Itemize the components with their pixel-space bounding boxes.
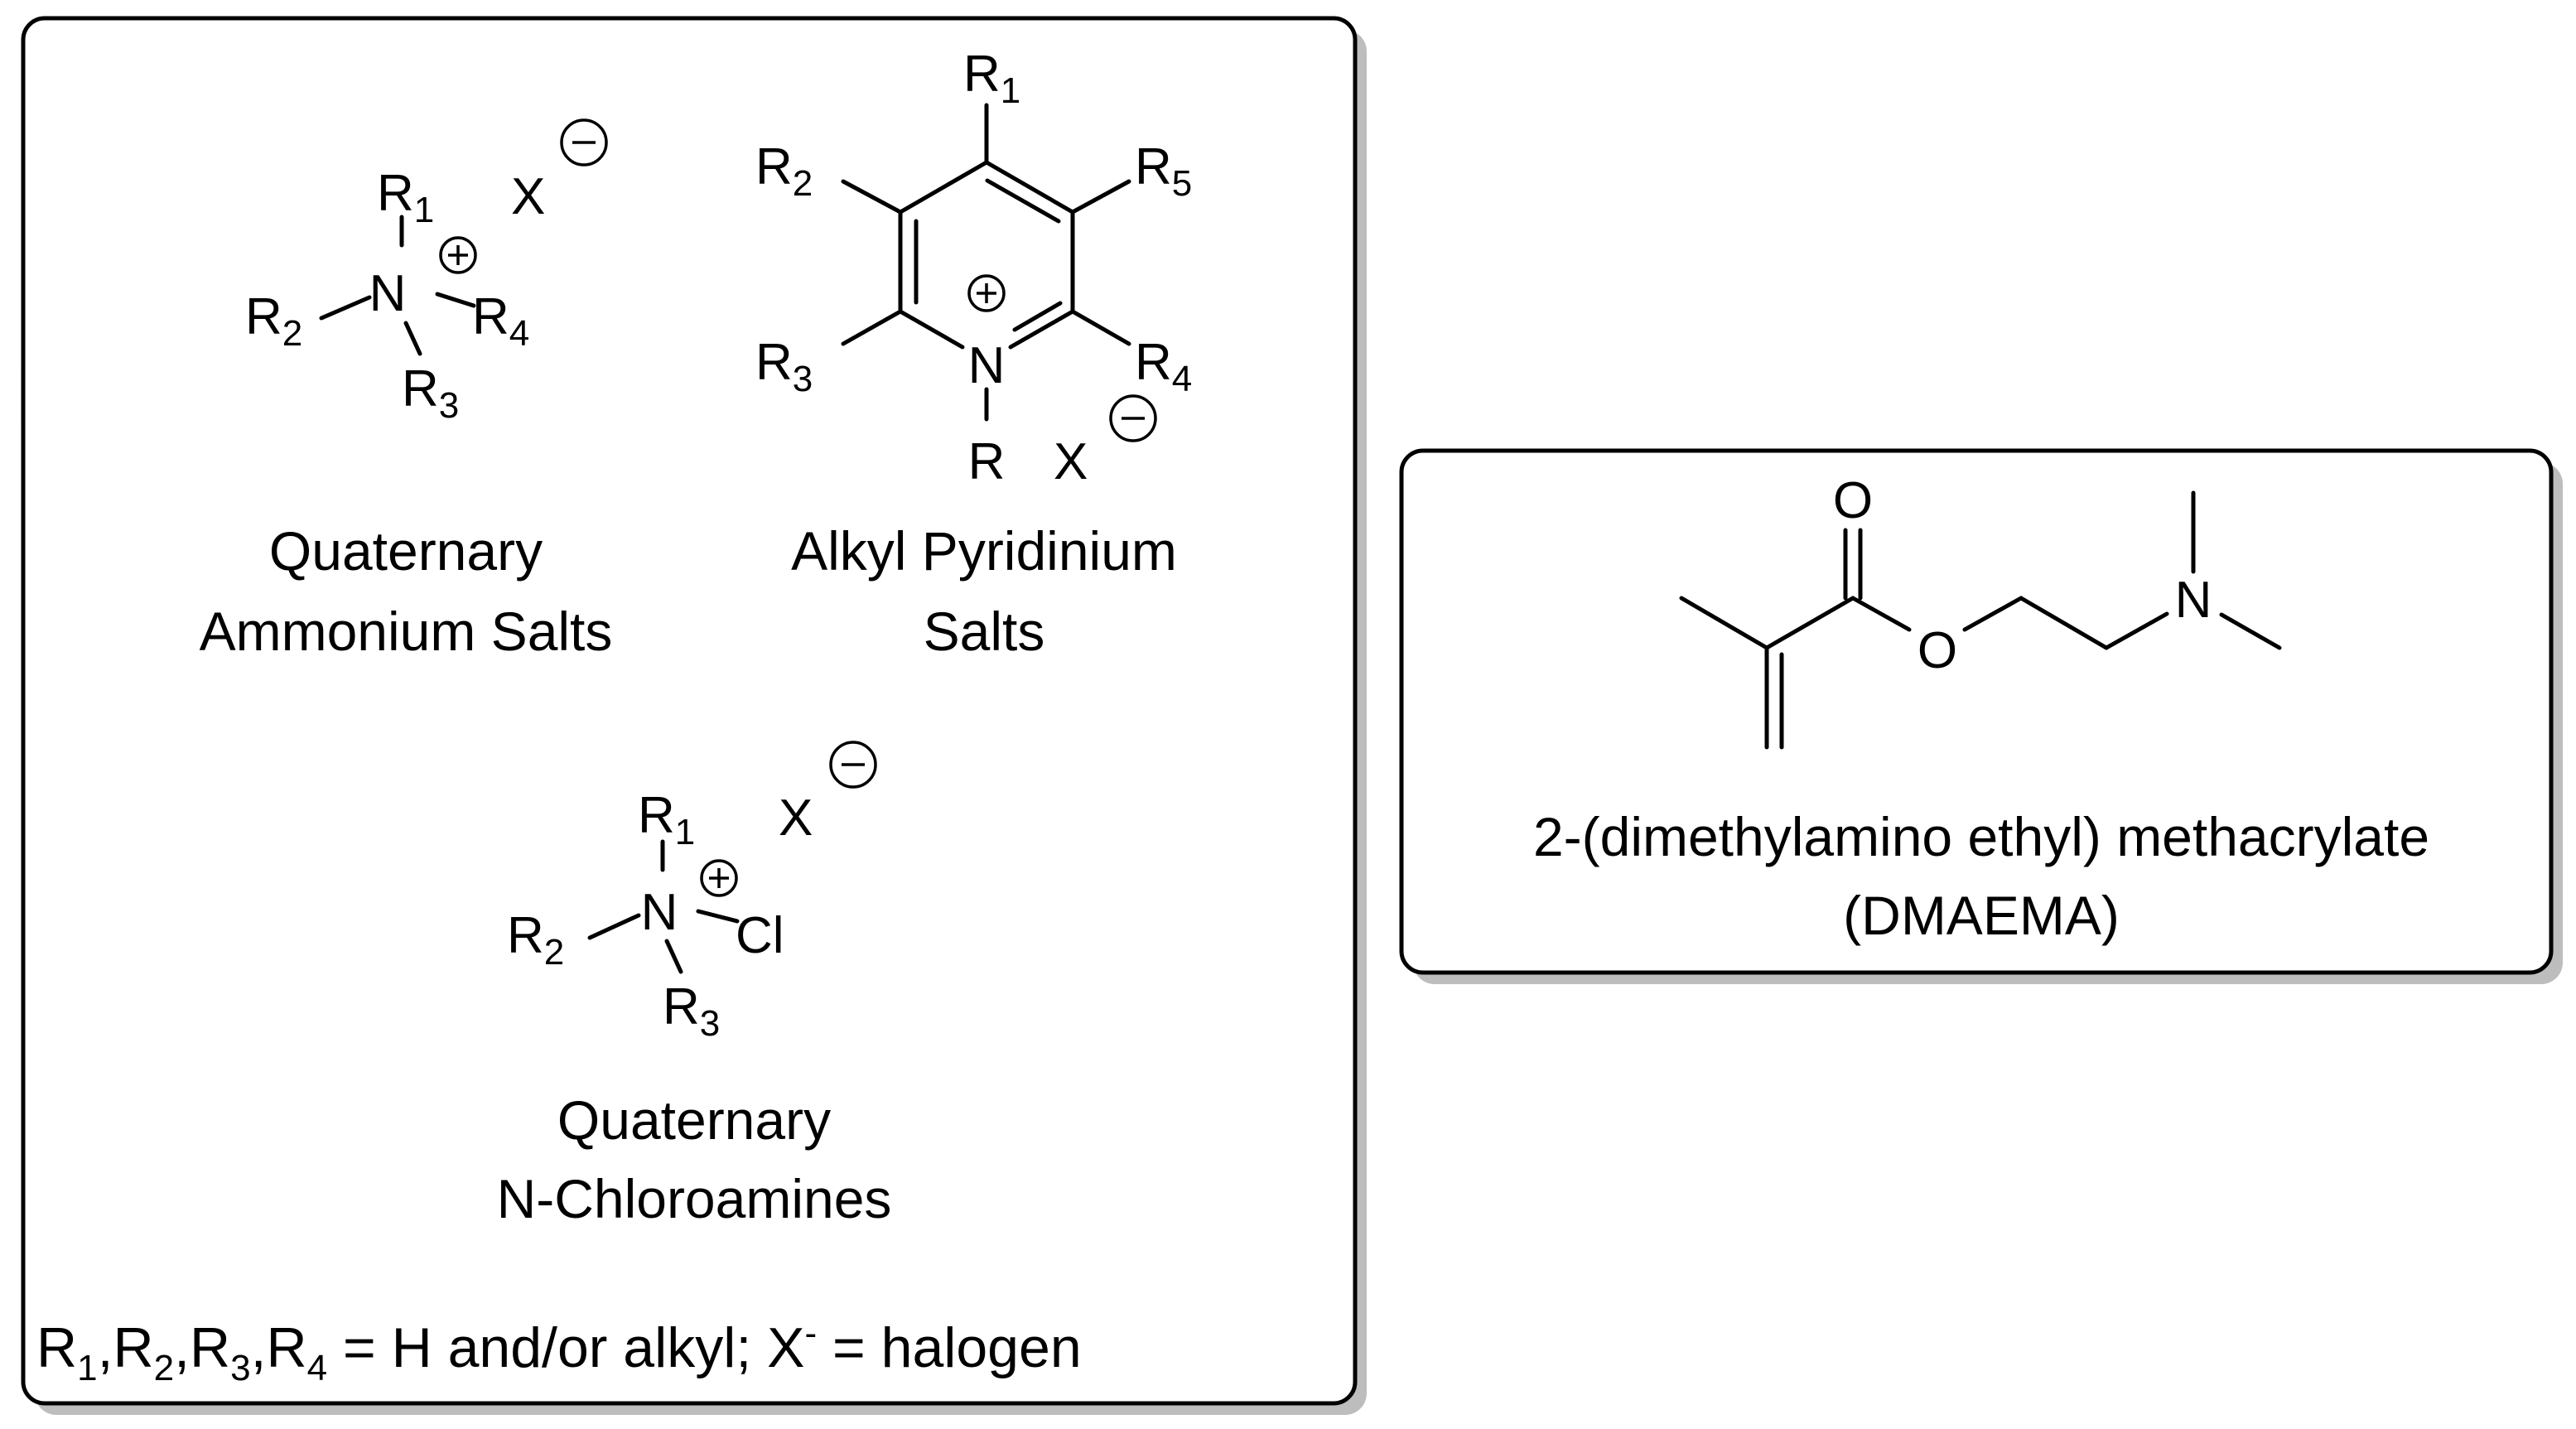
atom-n: N bbox=[641, 884, 678, 941]
bond-methyl-c bbox=[1679, 596, 1769, 650]
atom-x: X bbox=[511, 168, 545, 225]
atom-n: N bbox=[2175, 572, 2212, 629]
caption-quaternary-ammonium-line2: Ammonium Salts bbox=[200, 601, 613, 662]
negative-charge-icon bbox=[560, 118, 608, 167]
negative-charge-icon bbox=[1109, 394, 1157, 442]
atom-r4: R4 bbox=[1135, 334, 1192, 399]
right-panel-frame bbox=[1399, 448, 2554, 975]
bond-n-r3 bbox=[403, 321, 422, 356]
bond-c5-r5 bbox=[1070, 179, 1131, 215]
bond-o-ch2 bbox=[1962, 596, 2024, 632]
bond-n-r2 bbox=[319, 295, 372, 321]
alkyl-pyridinium-structure: R1 R2 R5 R3 R4 N R X Alkyl Pyridinium Sa… bbox=[755, 46, 1192, 662]
quaternary-chloroamine-structure: R1 R2 N Cl R3 X Quaternary N-Chloroamine… bbox=[497, 741, 892, 1229]
atom-r2: R2 bbox=[755, 138, 813, 204]
ring-double-c4-c5 bbox=[985, 178, 1061, 224]
atom-r3: R3 bbox=[755, 334, 813, 399]
right-panel: O O N 2-(dimethylamino ethyl) methacryla… bbox=[1399, 448, 2563, 984]
atom-carbonyl-o: O bbox=[1833, 472, 1873, 529]
bond-ch2-n bbox=[2104, 611, 2169, 650]
bond-ch2-ch2 bbox=[2019, 596, 2109, 650]
negative-charge-icon bbox=[829, 741, 877, 789]
atom-r5: R5 bbox=[1135, 138, 1192, 204]
bond-c-carbonyl bbox=[1764, 596, 1855, 650]
bond-carbonyl-oester bbox=[1850, 596, 1912, 632]
positive-charge-icon bbox=[967, 274, 1006, 312]
caption-quaternary-ammonium-line1: Quaternary bbox=[269, 520, 543, 582]
quaternary-ammonium-structure: R1 R2 N R4 R3 X Quaternary Ammonium Salt… bbox=[200, 118, 613, 662]
bond-c3-r2 bbox=[841, 179, 903, 215]
atom-r1: R1 bbox=[963, 46, 1020, 111]
atom-n: N bbox=[369, 265, 407, 322]
ring-bond-n-c2 bbox=[898, 309, 965, 350]
positive-charge-icon bbox=[700, 859, 738, 897]
substituent-definition: R1,R2,R3,R4 = H and/or alkyl; X- = halog… bbox=[36, 1313, 1082, 1388]
bond-n-r2 bbox=[587, 913, 641, 940]
atom-r4: R4 bbox=[472, 288, 529, 354]
caption-dmaema-line2: (DMAEMA) bbox=[1843, 885, 2120, 946]
atom-ester-o: O bbox=[1918, 622, 1957, 679]
atom-r1: R1 bbox=[377, 165, 434, 230]
positive-charge-icon bbox=[439, 236, 477, 274]
atom-cl: Cl bbox=[736, 907, 784, 964]
atom-r2: R2 bbox=[507, 907, 564, 973]
bond-c6-r4 bbox=[1070, 309, 1131, 346]
atom-r1: R1 bbox=[638, 787, 695, 852]
caption-chloroamine-line2: N-Chloroamines bbox=[497, 1168, 892, 1229]
caption-alkyl-pyridinium-line1: Alkyl Pyridinium bbox=[791, 520, 1177, 582]
atom-x: X bbox=[779, 789, 813, 847]
caption-alkyl-pyridinium-line2: Salts bbox=[924, 601, 1045, 662]
atom-r3: R3 bbox=[402, 360, 459, 426]
atom-x: X bbox=[1054, 433, 1088, 490]
atom-n: N bbox=[968, 337, 1006, 394]
caption-dmaema-line1: 2-(dimethylamino ethyl) methacrylate bbox=[1533, 806, 2429, 867]
atom-r2: R2 bbox=[245, 288, 302, 354]
bond-n-r4 bbox=[435, 292, 476, 308]
ring-bond-c3-c4 bbox=[898, 160, 989, 215]
ring-bond-c4-c5 bbox=[984, 160, 1075, 215]
left-panel: R1 R2 N R4 R3 X Quaternary Ammonium Salt… bbox=[21, 16, 1367, 1415]
ring-double-c6-n bbox=[1012, 301, 1063, 332]
atom-r3: R3 bbox=[663, 978, 720, 1044]
bond-n-r3 bbox=[664, 939, 683, 974]
atom-r: R bbox=[968, 433, 1006, 490]
dmaema-structure: O O N bbox=[1679, 472, 2282, 750]
bond-n-methyl-right bbox=[2219, 612, 2282, 650]
left-panel-frame bbox=[21, 16, 1358, 1406]
bond-n-cl bbox=[696, 909, 740, 924]
bond-c2-r3 bbox=[841, 309, 903, 346]
ring-bond-c6-n bbox=[1008, 309, 1075, 350]
caption-chloroamine-line1: Quaternary bbox=[557, 1089, 831, 1151]
